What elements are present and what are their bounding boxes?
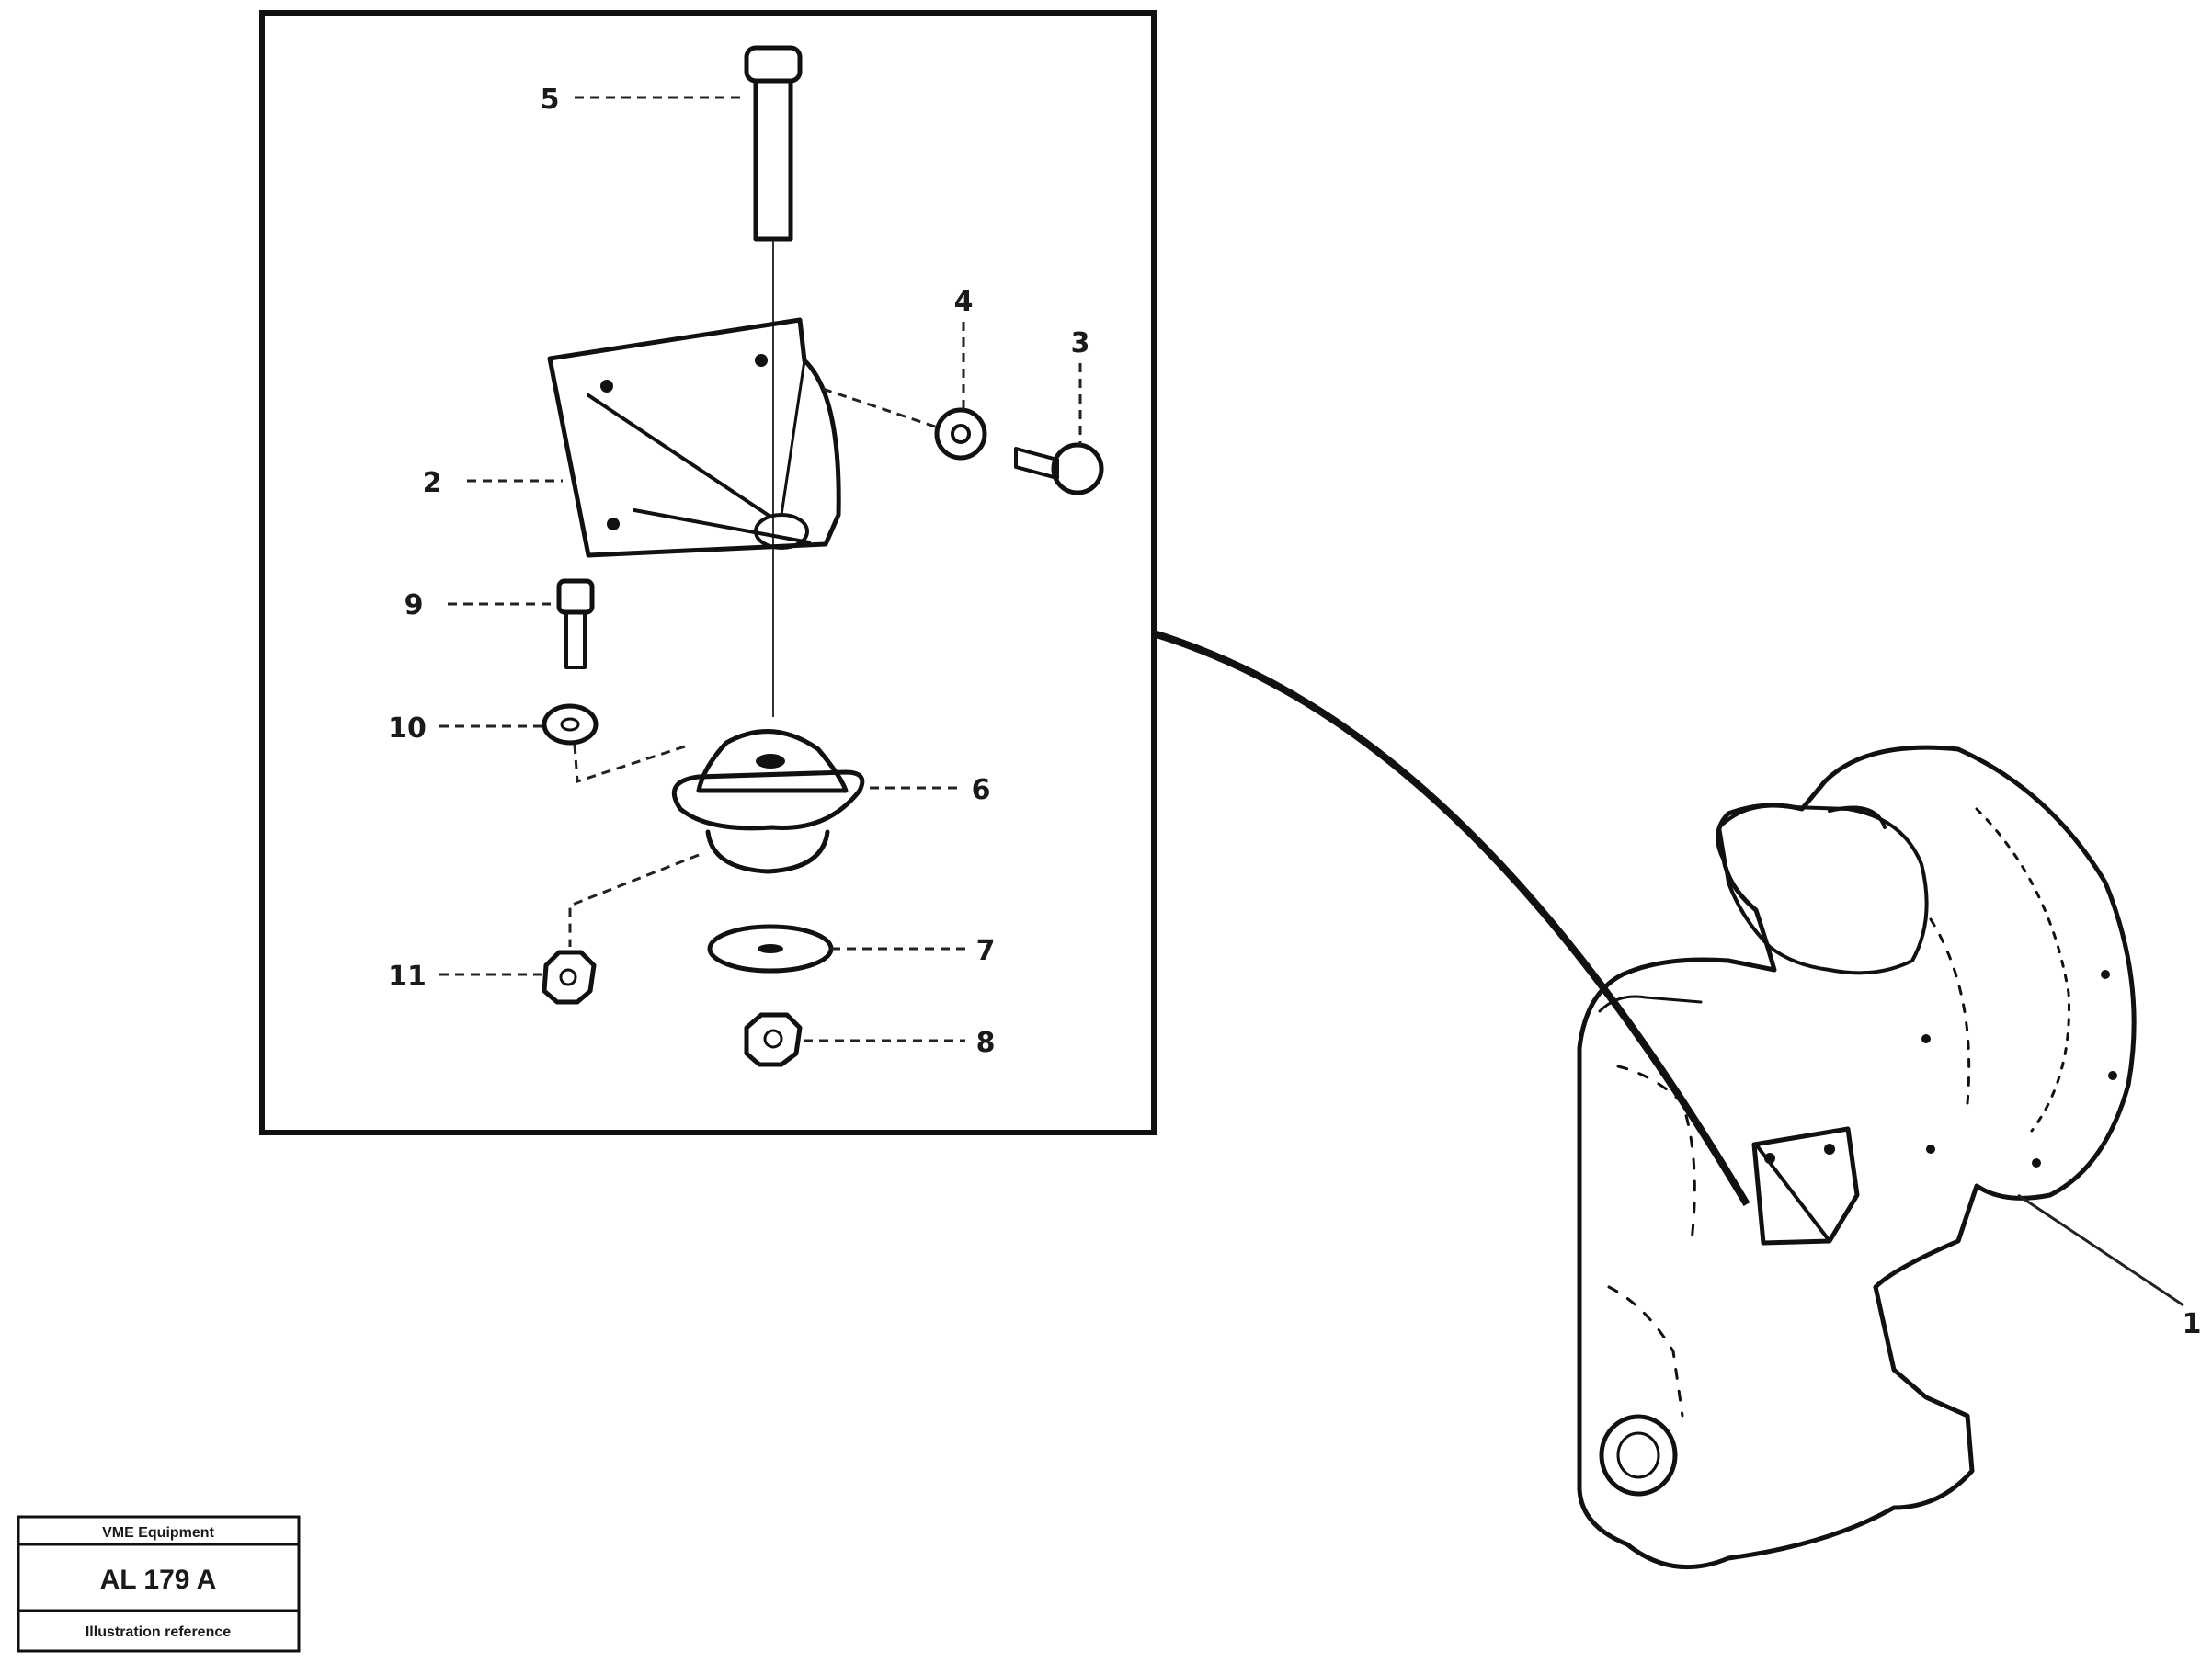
callout-5: 5 [541,84,560,116]
part-washer-4 [934,407,987,461]
reference-stamp: VME Equipment AL 179 A Illustration refe… [17,1515,301,1653]
stamp-code: AL 179 A [100,1565,217,1595]
part-nut-8 [744,1012,803,1067]
part-screw-3 [1014,442,1104,495]
part-small-bolt-9 [556,578,595,669]
part-rubber-mount-6 [671,729,865,874]
callout-3: 3 [1071,327,1090,359]
callout-2: 2 [423,467,442,499]
callout-10: 10 [388,712,427,745]
detail-frame [259,10,1157,1135]
leader-bracket-washer [822,387,939,429]
callout-6: 6 [972,774,991,806]
part-bolt-5 [744,45,803,717]
assembly-link-10-6 [573,744,686,784]
stamp-footer: Illustration reference [86,1624,231,1640]
leader-1 [2017,1193,2184,1307]
callout-9: 9 [405,589,424,621]
part-disc-7 [707,924,834,974]
assembly-link-6-11 [568,853,700,947]
callout-1: 1 [2183,1308,2202,1340]
part-nut-11 [542,950,597,1005]
callout-7: 7 [976,935,996,967]
callout-11: 11 [388,961,427,993]
callout-8: 8 [976,1027,996,1059]
transmission-housing-assembly [1577,745,2137,1570]
part-bracket-2 [547,317,841,558]
stamp-header: VME Equipment [102,1525,214,1541]
part-washer-10 [542,703,599,746]
detail-connector-line [1155,631,1750,1207]
callout-4: 4 [954,286,974,318]
